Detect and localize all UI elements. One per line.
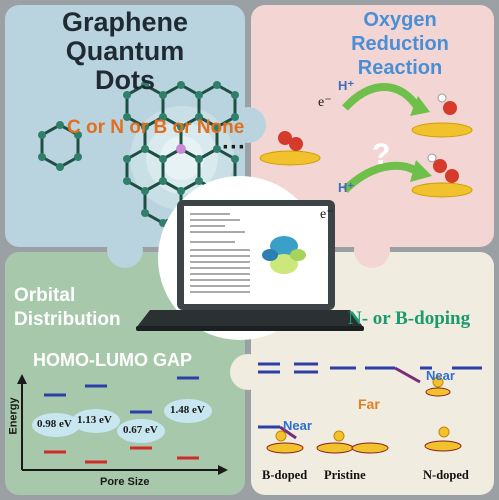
proton-label-top: H⁺ — [338, 78, 355, 93]
x-axis-label: Pore Size — [100, 476, 150, 488]
orr-title-line1: Oxygen — [363, 9, 437, 31]
doping-levels — [258, 362, 482, 440]
y-axis-label: Energy — [7, 397, 20, 435]
screen-text-lines — [190, 213, 250, 293]
gap-value-4: 1.48 eV — [170, 404, 205, 416]
puzzle-knob — [230, 354, 266, 390]
label-b-doped: B-doped — [262, 468, 308, 482]
doping-title: N- or B-doping — [348, 308, 471, 329]
electron-label-top: e⁻ — [318, 95, 332, 110]
puzzle-knob — [354, 232, 390, 268]
gqd-title-line2: Quantum — [65, 36, 185, 66]
question-mark: ? — [372, 138, 391, 171]
dopant-atom — [176, 144, 186, 154]
gap-value-3: 0.67 eV — [123, 424, 158, 436]
doped-structures — [266, 376, 462, 454]
orr-title-line2: Reduction — [351, 33, 449, 55]
electron-label-bottom: e⁻ — [320, 207, 334, 222]
gap-value-2: 1.13 eV — [77, 414, 112, 426]
label-n-doped: N-doped — [423, 468, 469, 482]
gap-value-1: 0.98 eV — [37, 418, 72, 430]
gqd-title-line1: Graphene — [61, 7, 189, 37]
gqd-title-line3: Dots — [95, 65, 155, 95]
dopant-options-label: C or N or B or None — [67, 117, 245, 138]
ellipsis: ··· — [222, 134, 246, 161]
orbital-title-line1: Orbital — [14, 285, 76, 306]
near-label-right: Near — [426, 368, 455, 383]
gap-chart — [17, 374, 228, 475]
gap-chart-title: HOMO-LUMO GAP — [33, 350, 192, 370]
label-pristine: Pristine — [324, 468, 366, 482]
orbital-title-line2: Distribution — [14, 309, 121, 330]
proton-label-bottom: H⁺ — [338, 180, 355, 195]
puzzle-knob — [107, 232, 143, 268]
orr-illustration — [259, 83, 473, 198]
far-label: Far — [358, 396, 380, 412]
laptop — [136, 176, 364, 340]
near-label-left: Near — [283, 418, 312, 433]
puzzle-knob — [230, 107, 266, 143]
orr-title-line3: Reaction — [357, 57, 443, 79]
screen-molecule — [262, 236, 306, 274]
